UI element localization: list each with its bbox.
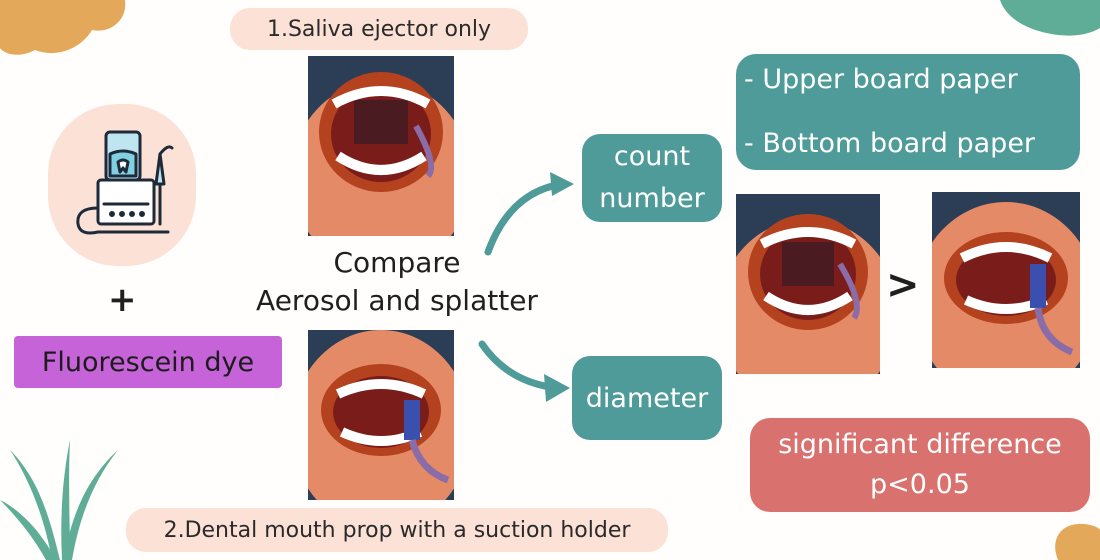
arrow-icon-down (478, 340, 570, 402)
result-line-2: p<0.05 (870, 469, 970, 500)
arrow-icon-up (484, 172, 574, 256)
result-line-1: significant difference (778, 429, 1062, 460)
blob-decoration-top-left (0, 0, 126, 55)
blob-decoration-bottom-right (1055, 523, 1100, 560)
compare-text: Compare Aerosol and splatter (238, 244, 556, 320)
photo-compare-right (932, 192, 1080, 368)
compare-line-1: Compare (333, 246, 461, 279)
significant-difference-box: significant difference p<0.05 (750, 418, 1090, 512)
count-number-box: count number (582, 134, 722, 222)
count-line-1: count (613, 141, 691, 172)
photo-compare-left (736, 194, 880, 374)
compare-line-2: Aerosol and splatter (256, 284, 538, 317)
leaf-decoration (0, 440, 118, 560)
board-bottom: - Bottom board paper (744, 128, 1036, 159)
photo-mouth-prop (308, 330, 454, 500)
plus-sign: + (108, 280, 137, 320)
dental-unit-icon (76, 130, 174, 235)
blob-decoration-top-right (1000, 0, 1100, 36)
fluorescein-dye-label: Fluorescein dye (14, 336, 282, 388)
count-line-2: number (599, 183, 705, 214)
greater-than-sign: > (886, 262, 920, 308)
photo-saliva-ejector (308, 56, 454, 236)
method-2-label: 2.Dental mouth prop with a suction holde… (126, 508, 668, 552)
diameter-box: diameter (572, 356, 722, 440)
board-upper: - Upper board paper (744, 64, 1018, 95)
board-paper-box: - Upper board paper - Bottom board paper (736, 54, 1080, 170)
dental-unit-badge (48, 104, 196, 266)
method-1-label: 1.Saliva ejector only (230, 8, 528, 50)
